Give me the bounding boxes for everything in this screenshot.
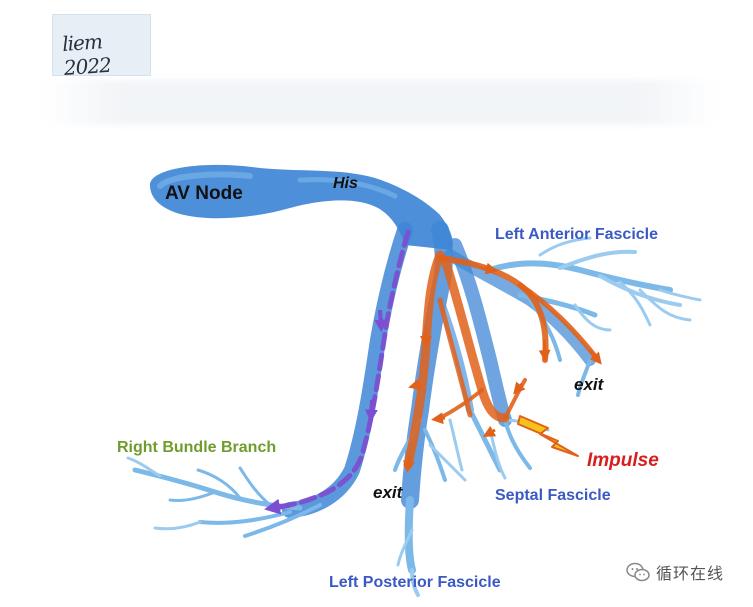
purple-conduction-path	[272, 229, 411, 511]
left-posterior-fascicle-label: Left Posterior Fascicle	[329, 574, 501, 591]
right-bundle-branch	[126, 222, 413, 538]
av-node-his-body	[150, 164, 453, 250]
impulse-label: Impulse	[587, 450, 659, 471]
septal-branches	[448, 407, 550, 480]
purple-path-arrow-2	[365, 399, 378, 423]
exit-label-bottom: exit	[373, 483, 403, 502]
purple-path-arrow-3	[264, 498, 291, 515]
exit-label-right: exit	[574, 375, 604, 394]
av-node-label: AV Node	[165, 183, 243, 204]
wechat-bubble-icon	[626, 562, 650, 582]
orange-impulse-arrowheads	[403, 262, 602, 473]
right-bundle-branch-label: Right Bundle Branch	[117, 439, 277, 456]
faded-background-strip	[40, 80, 720, 125]
left-anterior-branches	[487, 236, 702, 397]
septal-fascicle-label: Septal Fascicle	[495, 487, 611, 504]
his-label: His	[333, 175, 358, 192]
lightning-bolt-icon	[517, 415, 579, 457]
purple-path-arrow-1	[374, 309, 387, 333]
left-anterior-fascicle-label: Left Anterior Fascicle	[495, 226, 659, 243]
signature-card: liem 2022	[52, 14, 151, 80]
watermark: 循环在线	[626, 560, 724, 584]
watermark-text: 循环在线	[656, 564, 725, 583]
